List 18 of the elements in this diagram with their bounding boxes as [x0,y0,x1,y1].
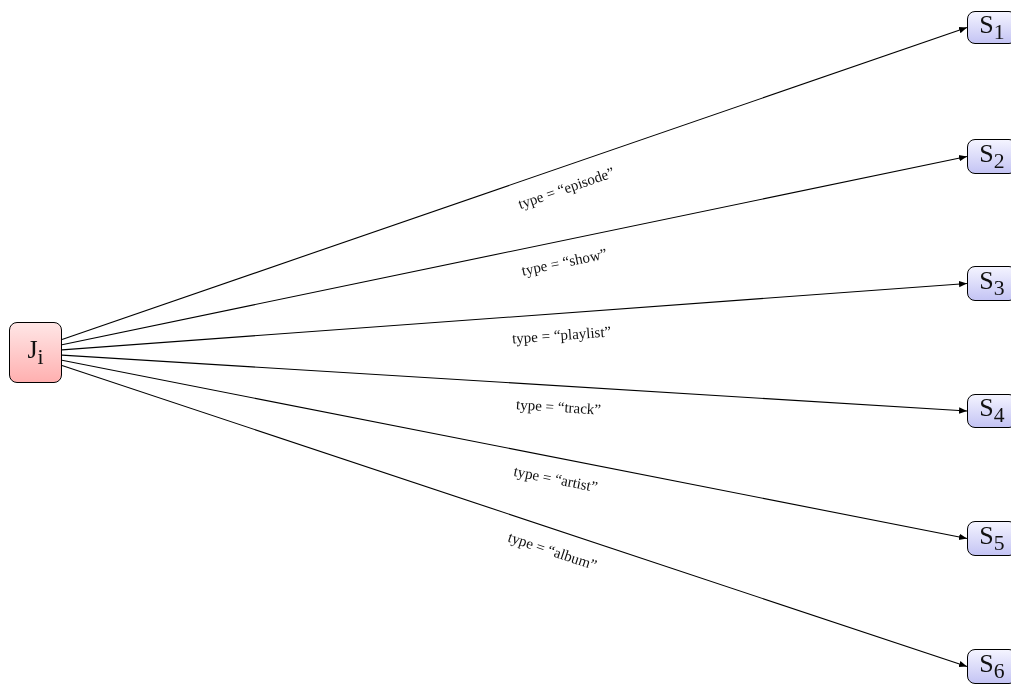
node-box: S$_{6}$ [967,649,1011,684]
node-box: J$_{i}$ [9,322,62,383]
arrow [61,280,968,351]
arrow [61,359,968,541]
node-box: S$_{5}$ [967,521,1011,556]
edge-label: type = “album” [505,528,601,576]
edge-label: type = “playlist” [510,323,613,348]
edge-label: type = “artist” [511,462,600,497]
arrow [61,26,968,341]
edge-label: type = “show” [518,245,610,281]
arrow [61,155,968,346]
arrow [61,364,968,668]
edge-label: type = “track” [514,396,603,420]
node-box: S$_{3}$ [967,266,1011,301]
arrow [61,354,968,414]
node-box: S$_{2}$ [967,139,1011,174]
node-box: S$_{4}$ [967,394,1011,428]
node-box: S$_{1}$ [967,11,1011,44]
